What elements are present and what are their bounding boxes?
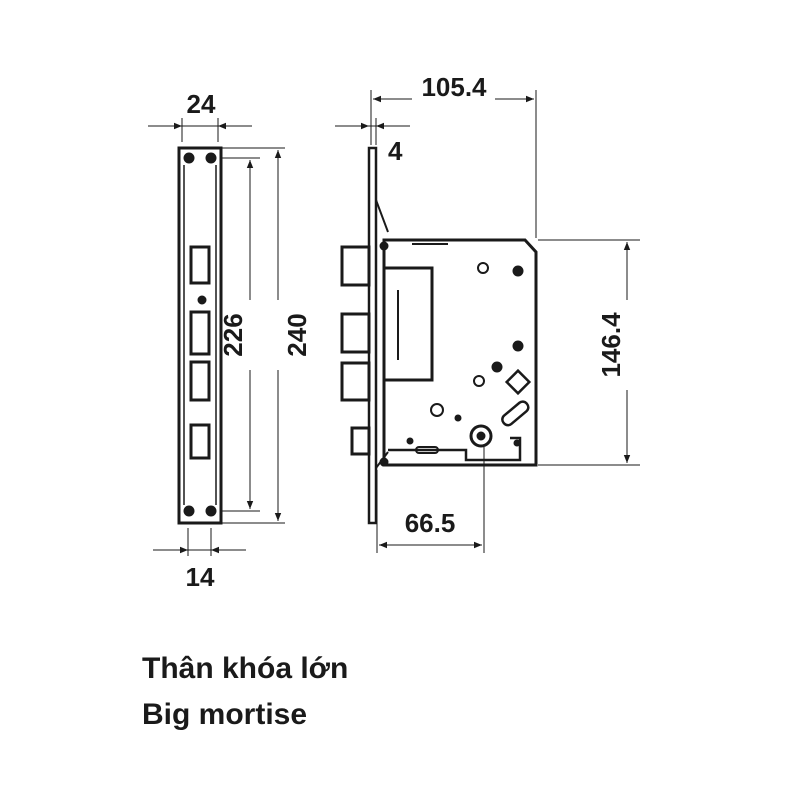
case-rivet xyxy=(512,265,524,277)
bolt-slot xyxy=(189,360,211,402)
dim-label-hole-spacing: 226 xyxy=(218,313,248,356)
dim-label-faceplate-width: 24 xyxy=(187,89,216,119)
bolt-tail xyxy=(384,266,434,382)
lower-rivet xyxy=(513,439,521,447)
latch-slot xyxy=(189,310,211,356)
latch-bolt xyxy=(340,312,371,354)
dim-label-overall-depth: 105.4 xyxy=(421,72,487,102)
lower-rivet xyxy=(406,437,414,445)
deadbolt-slot xyxy=(189,245,211,285)
faceplate xyxy=(177,146,223,525)
screw-hole xyxy=(205,505,217,517)
screw-hole xyxy=(183,505,195,517)
caption-vietnamese: Thân khóa lớn xyxy=(142,652,349,685)
cam-square xyxy=(504,368,532,396)
caption-english: Big mortise xyxy=(142,698,308,731)
dim-label-backset: 66.5 xyxy=(405,508,456,538)
cam-slot xyxy=(501,400,530,427)
case-rivet xyxy=(491,361,503,373)
case-rivet xyxy=(473,375,485,387)
case-rivet xyxy=(379,457,389,467)
lock-body-side-view xyxy=(340,146,538,525)
screw-hole xyxy=(205,152,217,164)
case-rivet xyxy=(454,414,462,422)
trigger-bolt xyxy=(350,426,371,456)
latch-pin xyxy=(197,295,207,305)
dim-label-case-height: 146.4 xyxy=(596,312,626,378)
spindle-hub-center xyxy=(476,431,486,441)
lock-case xyxy=(382,238,538,467)
side-view-dimensions xyxy=(335,90,640,553)
lower-lever xyxy=(388,436,522,462)
lower-bolt xyxy=(340,361,371,402)
dim-label-faceplate-thickness: 14 xyxy=(186,562,215,592)
case-rivet xyxy=(512,340,524,352)
deadbolt xyxy=(340,245,371,287)
faceplate-bracket xyxy=(375,199,389,233)
dim-label-plate-offset: 4 xyxy=(388,136,403,166)
case-rivet xyxy=(477,262,489,274)
dim-label-faceplate-height: 240 xyxy=(282,313,312,356)
front-view-dimensions xyxy=(148,118,285,556)
screw-hole xyxy=(183,152,195,164)
faceplate-front-view xyxy=(177,146,223,525)
case-rivet xyxy=(430,403,444,417)
case-rivet xyxy=(379,241,389,251)
lower-slot xyxy=(415,446,439,454)
spindle-hub xyxy=(469,424,493,448)
trigger-slot xyxy=(189,423,211,460)
